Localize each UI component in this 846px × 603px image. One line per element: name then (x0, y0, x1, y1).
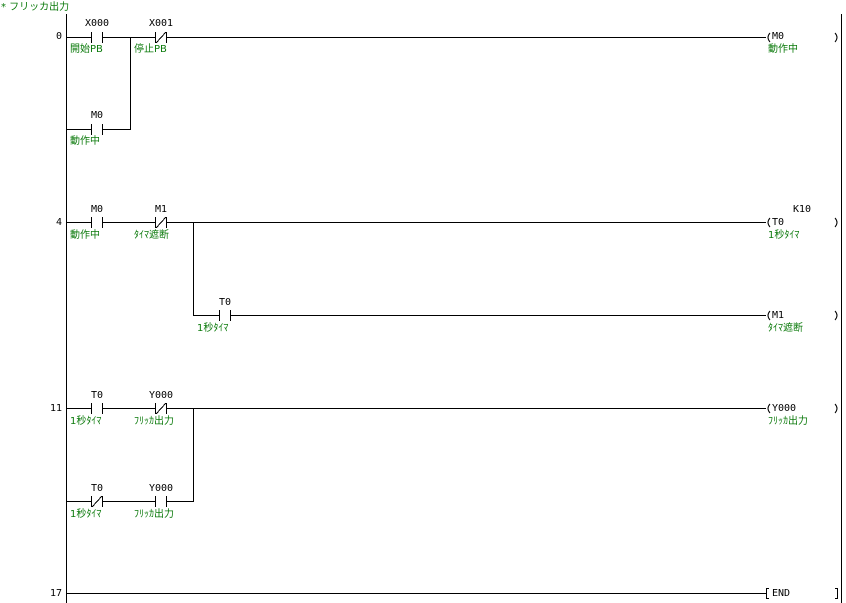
contact-no[interactable] (91, 124, 103, 135)
timer-coil[interactable] (767, 217, 838, 228)
coil-comment: 1秒ﾀｲﾏ (768, 228, 799, 241)
step-number: 4 (56, 217, 62, 228)
coil-comment: ﾌﾘｯｶ出力 (768, 414, 808, 427)
step-number: 11 (50, 403, 62, 414)
device-label: X001 (149, 18, 173, 29)
contact-no[interactable] (219, 310, 231, 321)
device-comment: 1秒ﾀｲﾏ (70, 414, 101, 427)
device-comment: ﾀｲﾏ遮断 (134, 228, 169, 241)
contact-nc[interactable] (155, 402, 167, 415)
end-instruction[interactable] (766, 588, 838, 599)
device-label: M0 (91, 110, 103, 121)
contact-nc[interactable] (155, 31, 167, 44)
device-label: T0 (219, 297, 231, 308)
contact-nc[interactable] (91, 495, 103, 508)
device-comment: 1秒ﾀｲﾏ (197, 321, 228, 334)
contact-no[interactable] (155, 496, 167, 507)
device-comment: 動作中 (70, 134, 100, 147)
device-comment: 開始PB (70, 42, 103, 55)
output-coil[interactable] (767, 403, 838, 414)
coil-device-label: M0 (772, 31, 784, 42)
timer-constant: K10 (793, 204, 811, 215)
contact-nc[interactable] (155, 216, 167, 229)
contact-no[interactable] (91, 403, 103, 414)
device-label: T0 (91, 390, 103, 401)
coil-device-label: T0 (772, 217, 784, 228)
device-label: M1 (155, 204, 167, 215)
title-comment: * フリッカ出力 (1, 0, 69, 13)
device-comment: ﾌﾘｯｶ出力 (134, 507, 174, 520)
device-comment: ﾌﾘｯｶ出力 (134, 414, 174, 427)
step-number: 0 (56, 31, 62, 42)
end-label: END (772, 588, 790, 599)
contact-no[interactable] (91, 32, 103, 43)
device-label: M0 (91, 204, 103, 215)
coil-device-label: Y000 (772, 403, 796, 414)
device-comment: 動作中 (70, 228, 100, 241)
device-comment: 停止PB (134, 42, 167, 55)
coil-comment: ﾀｲﾏ遮断 (768, 321, 803, 334)
contact-no[interactable] (91, 217, 103, 228)
device-label: Y000 (149, 483, 173, 494)
device-label: X000 (85, 18, 109, 29)
output-coil[interactable] (767, 310, 838, 321)
device-label: T0 (91, 483, 103, 494)
step-number: 17 (50, 588, 62, 599)
device-label: Y000 (149, 390, 173, 401)
device-comment: 1秒ﾀｲﾏ (70, 507, 101, 520)
coil-comment: 動作中 (768, 42, 798, 55)
coil-device-label: M1 (772, 310, 784, 321)
output-coil[interactable] (767, 32, 838, 43)
